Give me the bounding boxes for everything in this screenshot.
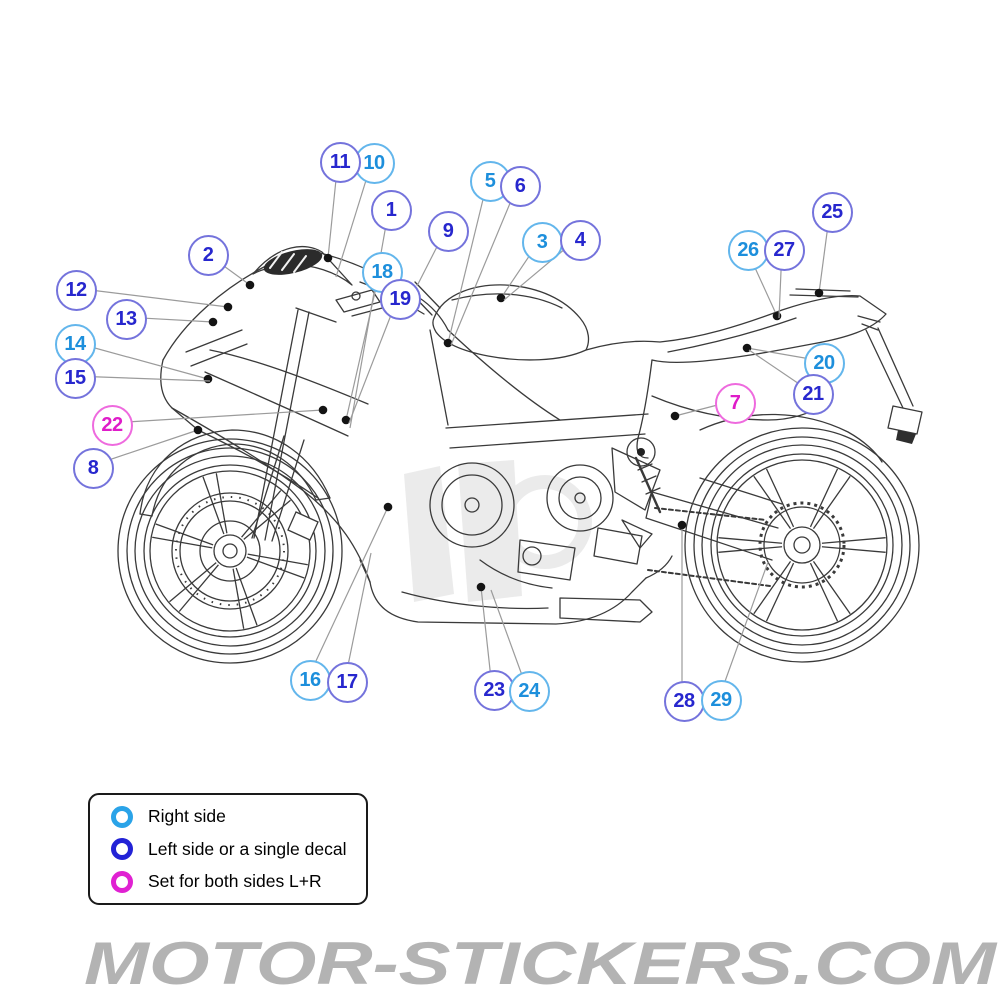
- callout-17: 17: [326, 661, 368, 703]
- callout-19: 19: [379, 278, 421, 320]
- callout-29: 29: [700, 679, 742, 721]
- callout-23: 23: [473, 669, 515, 711]
- watermark: MOTOR-STICKERS.COM: [84, 930, 999, 997]
- callout-25: 25: [811, 191, 853, 233]
- callout-22: 22: [91, 404, 133, 446]
- callout-15: 15: [54, 357, 96, 399]
- callout-28: 28: [663, 680, 705, 722]
- wheels: [117, 427, 920, 664]
- watermark-text: MOTOR-STICKERS.COM: [84, 930, 999, 997]
- legend-item-left-side: Left side or a single decal: [90, 838, 366, 860]
- left-side-ring-icon: [111, 838, 133, 860]
- callout-8: 8: [72, 447, 114, 489]
- callout-9: 9: [427, 210, 469, 252]
- callout-18: 18: [361, 251, 403, 293]
- legend: Right side Left side or a single decal S…: [88, 793, 368, 905]
- callout-12: 12: [55, 269, 97, 311]
- callout-21: 21: [792, 373, 834, 415]
- callout-11: 11: [319, 141, 361, 183]
- engine-shading: [404, 460, 592, 602]
- callout-7: 7: [714, 382, 756, 424]
- both-sides-ring-icon: [111, 870, 133, 893]
- leader-lines: [72, 159, 831, 699]
- callout-6: 6: [499, 165, 541, 207]
- legend-label: Set for both sides L+R: [148, 871, 322, 891]
- callout-2: 2: [187, 234, 229, 276]
- callout-3: 3: [521, 221, 563, 263]
- legend-item-both-sides: Set for both sides L+R: [90, 870, 366, 893]
- callout-4: 4: [559, 219, 601, 261]
- legend-item-right-side: Right side: [90, 805, 366, 828]
- right-side-ring-icon: [111, 805, 133, 828]
- callout-26: 26: [727, 229, 769, 271]
- legend-label: Right side: [148, 806, 226, 826]
- motorcycle: [139, 246, 923, 625]
- legend-label: Left side or a single decal: [148, 838, 347, 859]
- callout-27: 27: [763, 229, 805, 271]
- callout-1: 1: [370, 189, 412, 231]
- callout-13: 13: [105, 298, 147, 340]
- callout-24: 24: [508, 670, 550, 712]
- callout-16: 16: [289, 659, 331, 701]
